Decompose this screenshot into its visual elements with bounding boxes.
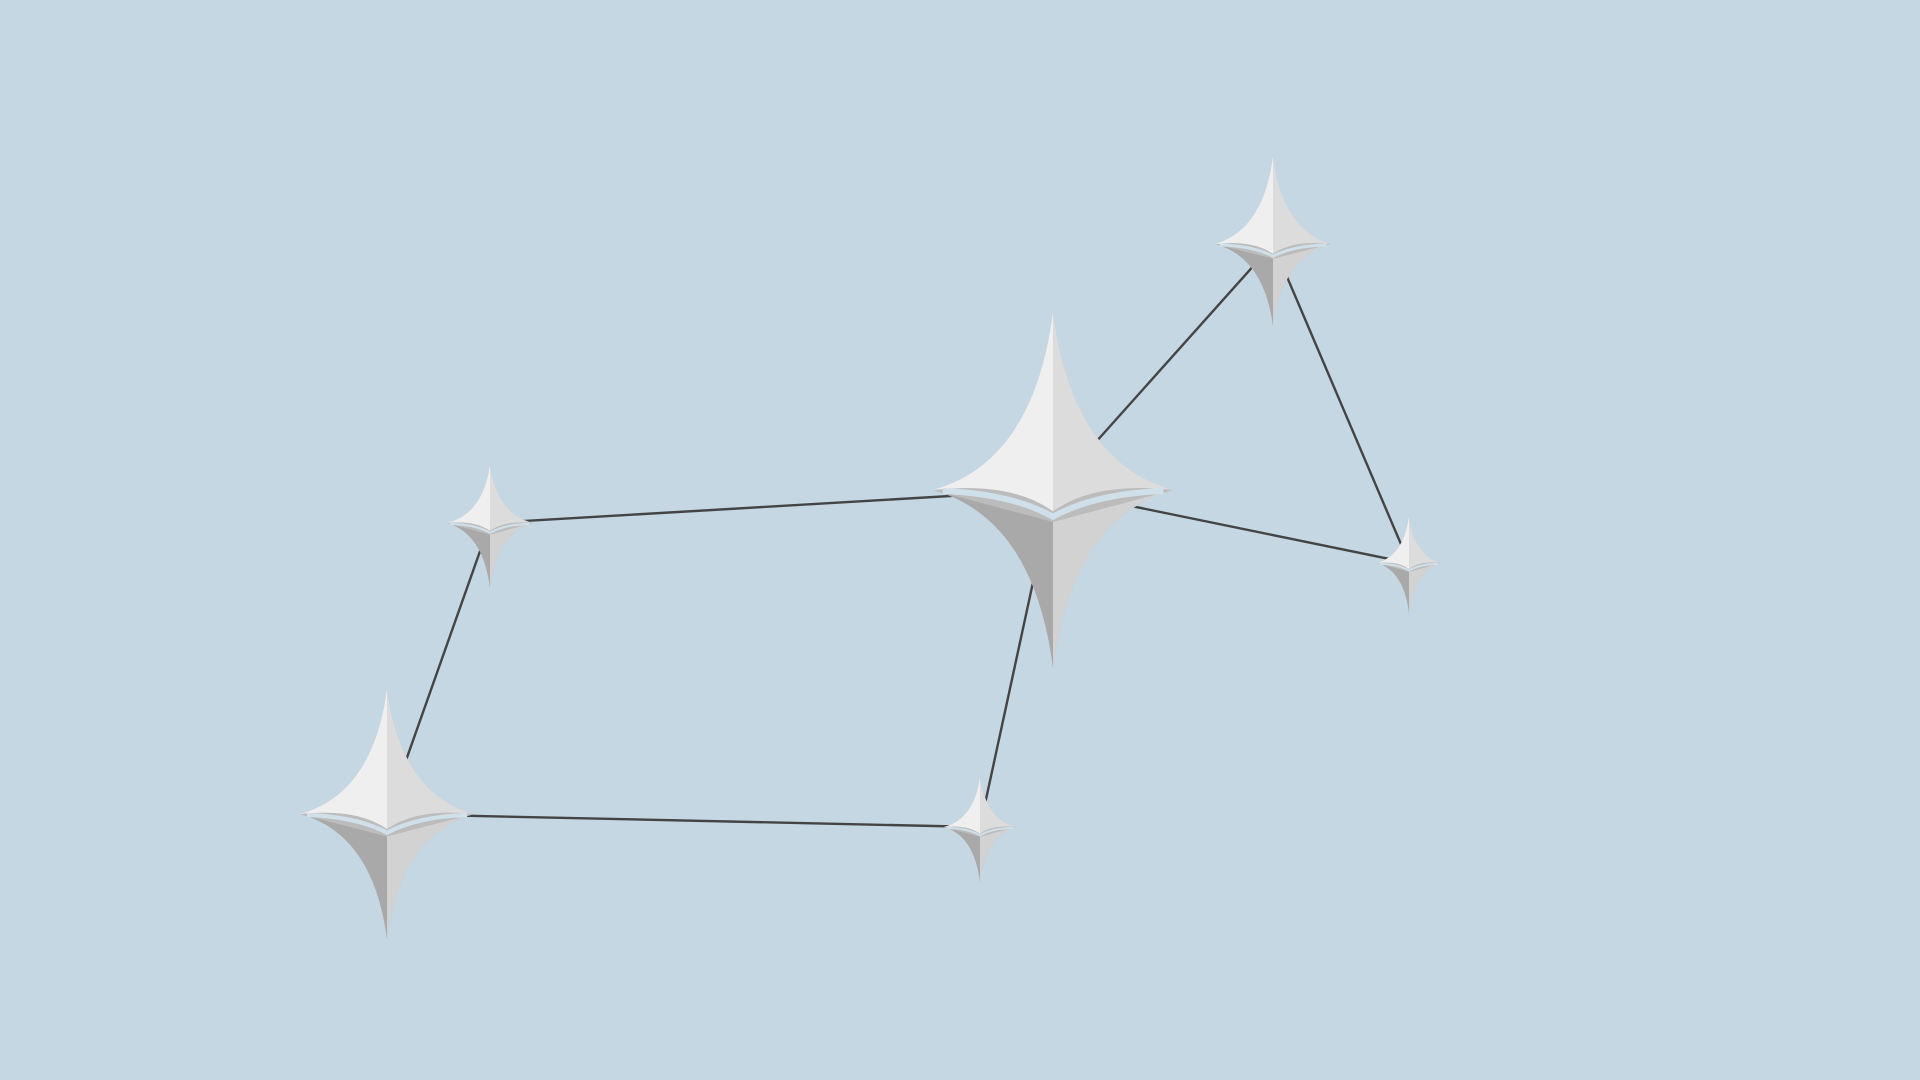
constellation-stars — [300, 156, 1441, 939]
connection-line-3 — [1271, 242, 1411, 565]
connection-line-6 — [385, 812, 982, 829]
star-lower-left-large-icon — [300, 689, 474, 939]
star-lower-center-small-icon — [944, 777, 1016, 882]
star-upper-left-icon — [447, 465, 533, 588]
star-center-large-icon — [933, 312, 1173, 668]
star-right-small-icon — [1377, 516, 1441, 613]
star-top-right-icon — [1215, 156, 1331, 326]
